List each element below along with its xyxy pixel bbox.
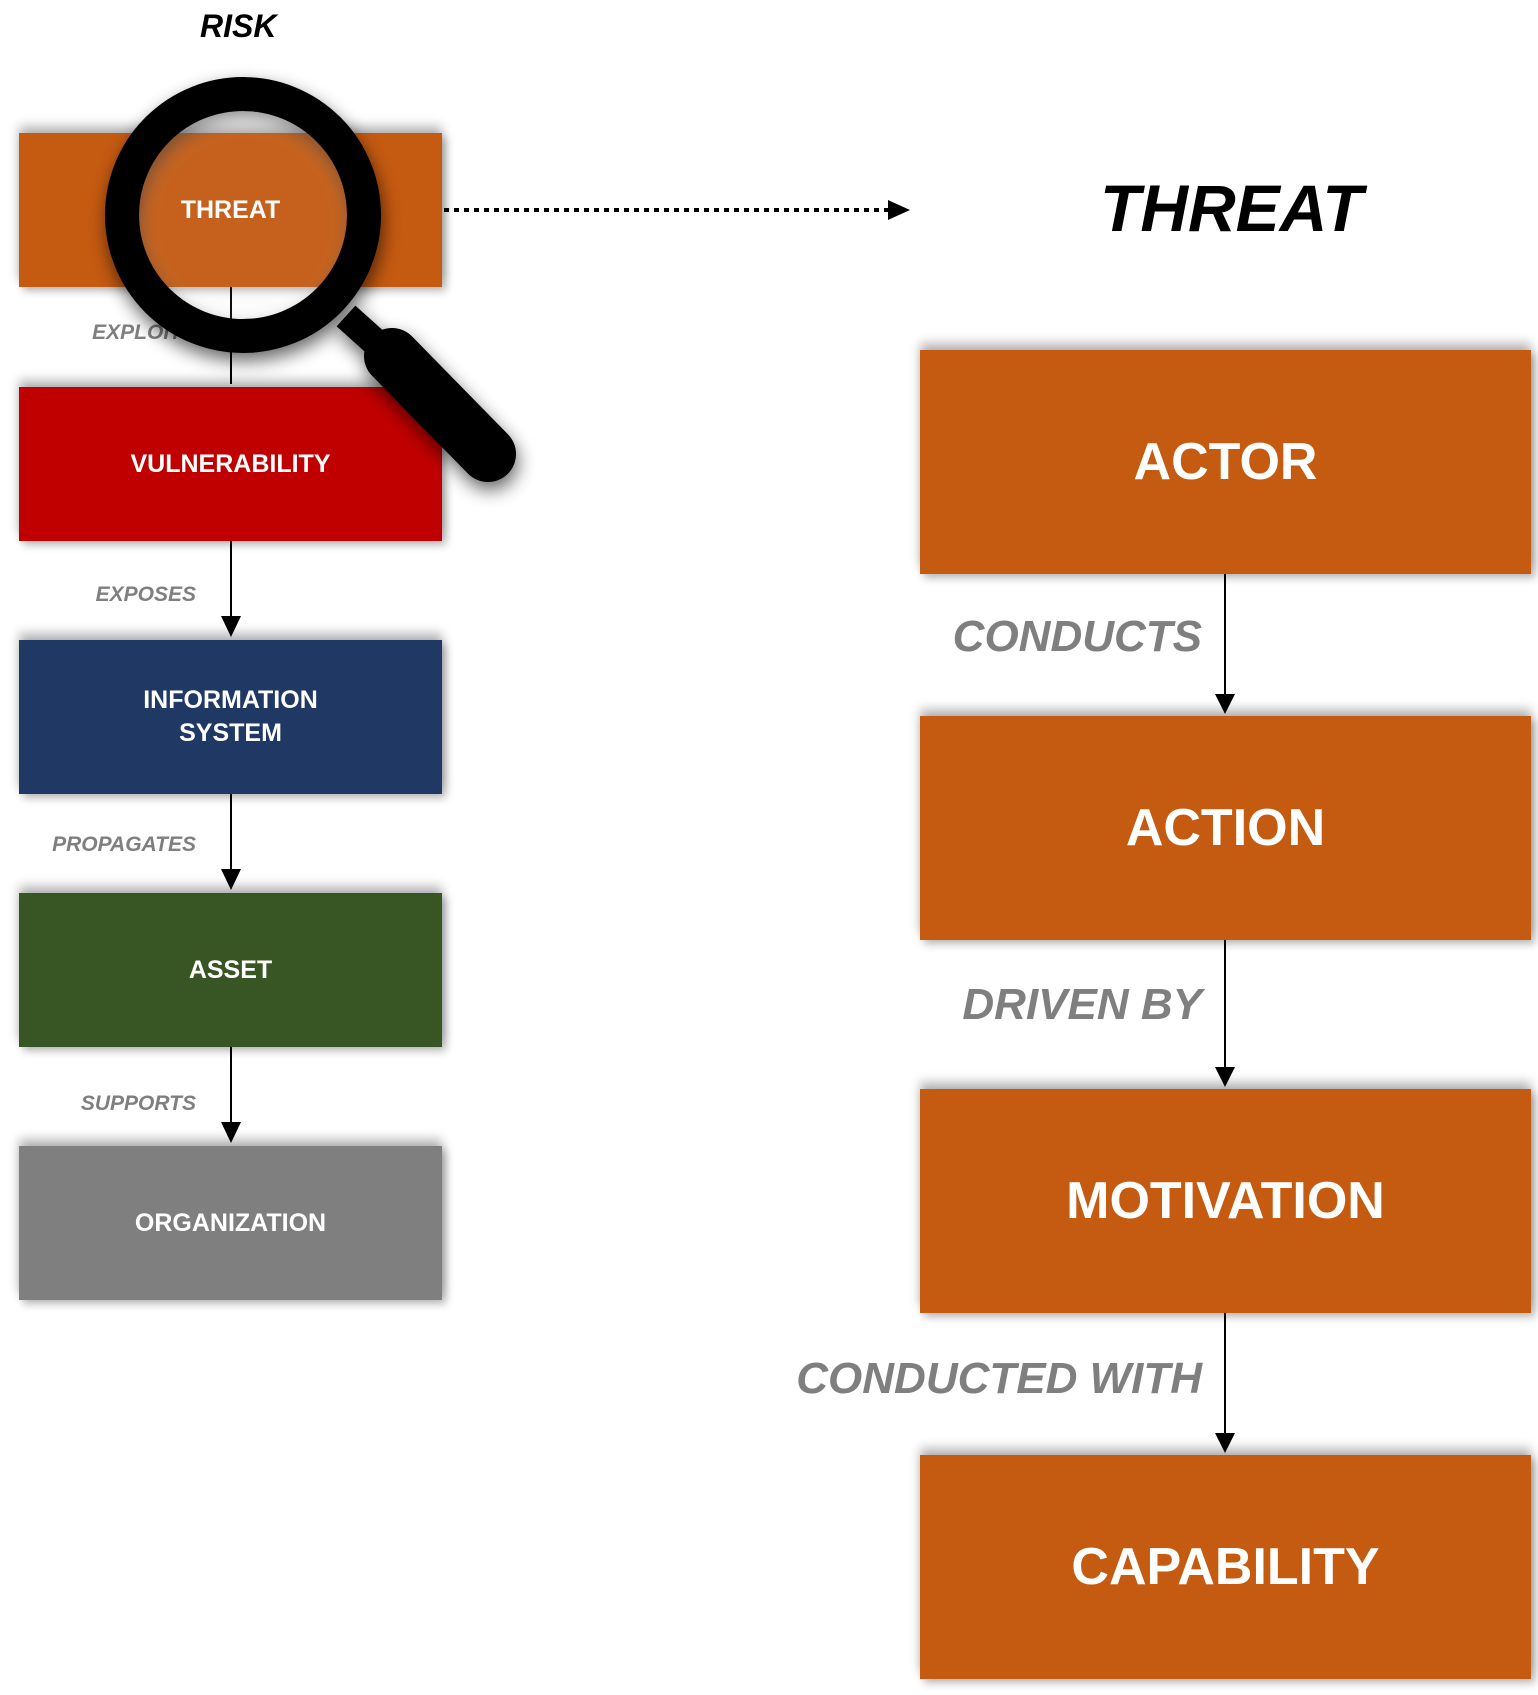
actor-box: ACTOR xyxy=(920,350,1531,574)
motivation-box: MOTIVATION xyxy=(920,1089,1531,1313)
vulnerability-box: VULNERABILITY xyxy=(19,387,442,541)
action-box-label: ACTION xyxy=(1125,799,1326,857)
organization-box: ORGANIZATION xyxy=(19,1146,442,1300)
actor-box-label: ACTOR xyxy=(1133,433,1318,491)
motivation-box-label: MOTIVATION xyxy=(1066,1172,1385,1230)
threat-title: THREAT xyxy=(1100,171,1363,245)
vulnerability-to-information-system-arrowhead xyxy=(221,616,241,637)
driven-by-label: DRIVEN BY xyxy=(962,980,1202,1029)
propagates-label: PROPAGATES xyxy=(52,833,196,856)
information-system-box: INFORMATION SYSTEM xyxy=(19,640,442,794)
asset-box-label: ASSET xyxy=(188,955,273,984)
risk-title: RISK xyxy=(200,8,277,44)
information-system-box-label: INFORMATION SYSTEM xyxy=(143,686,318,747)
vulnerability-box-label: VULNERABILITY xyxy=(130,449,331,478)
motivation-to-capability-arrowhead xyxy=(1215,1433,1235,1453)
conducted-with-label: CONDUCTED WITH xyxy=(796,1354,1202,1403)
capability-box-label: CAPABILITY xyxy=(1071,1538,1380,1596)
action-box: ACTION xyxy=(920,716,1531,940)
magnifying-glass-icon xyxy=(105,77,516,482)
supports-label: SUPPORTS xyxy=(80,1092,196,1115)
action-to-motivation-arrowhead xyxy=(1215,1067,1235,1087)
asset-to-organization-arrowhead xyxy=(221,1122,241,1143)
capability-box: CAPABILITY xyxy=(920,1455,1531,1679)
organization-box-label: ORGANIZATION xyxy=(134,1208,327,1237)
information-system-to-asset-arrowhead xyxy=(221,869,241,890)
conducts-label: CONDUCTS xyxy=(952,612,1202,661)
asset-box: ASSET xyxy=(19,893,442,1047)
actor-to-action-arrowhead xyxy=(1215,694,1235,714)
exposes-label: EXPOSES xyxy=(95,583,196,606)
dotted-arrowhead xyxy=(888,200,910,220)
